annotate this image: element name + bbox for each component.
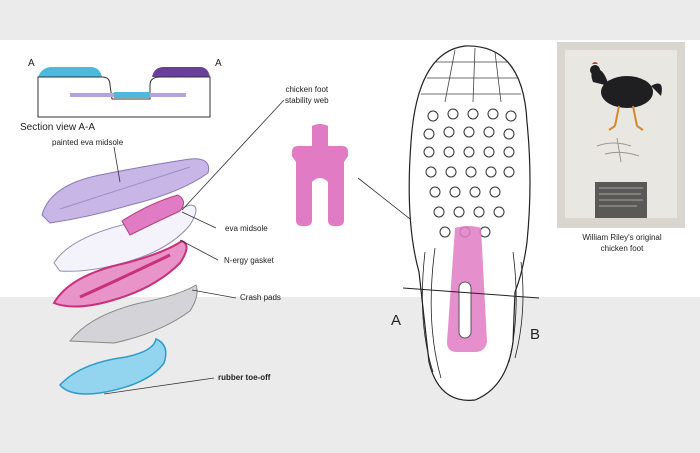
sole-marker-a: A: [391, 312, 402, 329]
painted-eva-midsole-line: [59, 166, 191, 210]
outsole-outline: [408, 45, 531, 401]
crash-pads-layer: [69, 284, 198, 344]
photo-caption-line1: William Riley's original: [582, 233, 662, 242]
label-chicken-web-line2: stability web: [285, 96, 329, 105]
outsole-heel-window: [458, 281, 472, 339]
outsole-lugs: [423, 108, 517, 238]
outsole-section-line: [402, 287, 540, 299]
chicken-tail: [651, 83, 662, 96]
photo-caption-line2: chicken foot: [600, 244, 644, 253]
label-chicken-foot-web: chicken foot stability web: [285, 84, 329, 106]
label-eva-midsole: eva midsole: [225, 224, 268, 233]
chicken-head: [590, 65, 600, 75]
outsole-toe-grid: [421, 47, 521, 103]
eva-midsole-pink-rim: [121, 194, 184, 236]
section-view-drawing: [37, 67, 211, 118]
section-marker-right: A: [215, 58, 222, 69]
section-title: Section view A-A: [20, 122, 96, 133]
label-nergy-gasket: N-ergy gasket: [224, 256, 274, 265]
chicken-comb: [592, 62, 598, 64]
section-outline: [37, 76, 211, 118]
section-purple-block: [152, 67, 210, 77]
label-crash-pads: Crash pads: [240, 293, 281, 302]
section-web-center: [114, 92, 150, 98]
stability-web-fill: [292, 124, 348, 226]
leader-crash-pads: [191, 289, 237, 299]
photo-note-text: [599, 187, 643, 207]
leader-nergy-gasket: [179, 239, 219, 261]
leader-chicken-web: [181, 99, 285, 211]
exploded-layers-drawing: [41, 158, 210, 395]
leader-eva-midsole: [181, 211, 217, 229]
section-cyan-block: [38, 67, 102, 77]
nergy-gasket-layer: [52, 239, 188, 308]
stability-web-shape: [292, 124, 348, 226]
photo-caption: William Riley's original chicken foot: [566, 232, 678, 254]
label-painted-eva-midsole: painted eva midsole: [52, 138, 124, 147]
chicken-photo: [557, 42, 685, 228]
chicken-feet: [608, 105, 644, 131]
photo-sketch: [596, 137, 640, 163]
nergy-gasket-rib: [79, 253, 171, 299]
sole-marker-b: B: [530, 326, 541, 343]
leader-rubber-toe: [103, 377, 215, 395]
leader-painted-eva: [113, 146, 121, 183]
chicken-body: [601, 76, 653, 108]
label-chicken-web-line1: chicken foot: [285, 85, 329, 94]
outsole-heel-hatching: [421, 247, 524, 379]
label-rubber-toe-off: rubber toe-off: [218, 373, 271, 382]
section-marker-left: A: [28, 58, 35, 69]
outsole-drawing: [402, 45, 540, 401]
rubber-toe-off-layer: [59, 337, 167, 395]
